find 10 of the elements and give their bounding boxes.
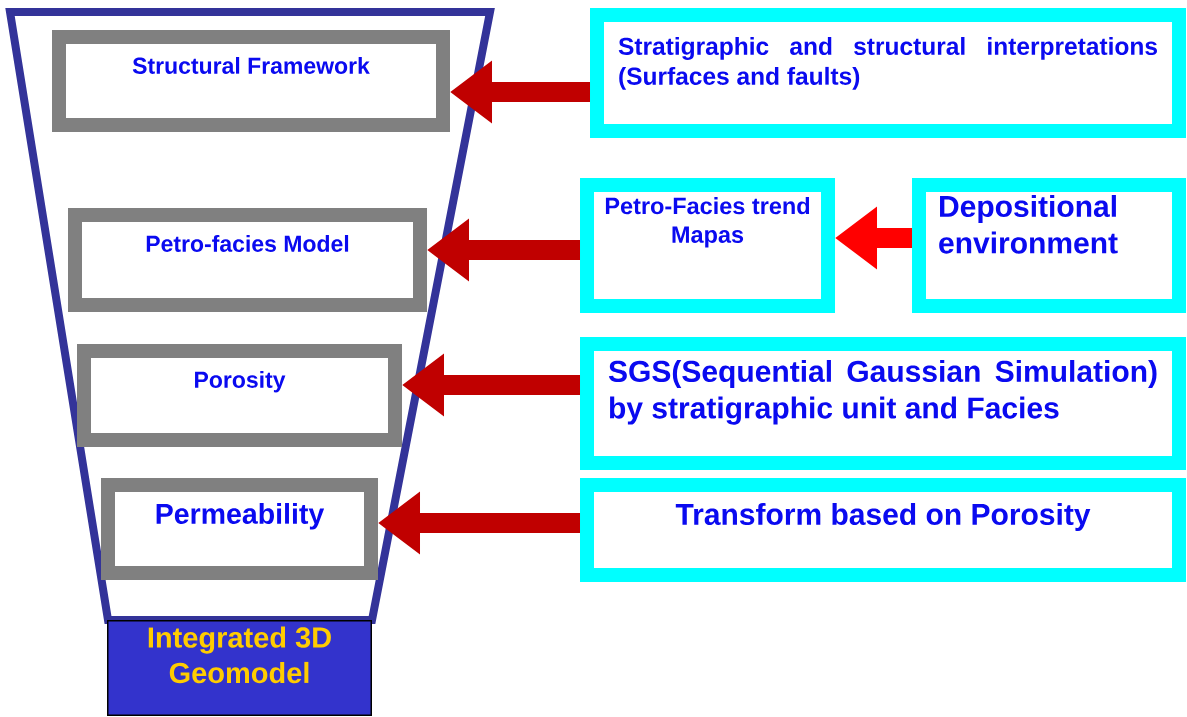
result-box: Integrated 3D Geomodel — [107, 620, 372, 716]
input-box: Petro-Facies trend Mapas — [580, 178, 835, 313]
input-box: Transform based on Porosity — [580, 478, 1186, 582]
framework-box: Structural Framework — [52, 30, 450, 132]
framework-box: Porosity — [77, 344, 402, 447]
input-box: Depositional environment — [912, 178, 1186, 313]
input-box: SGS(Sequential Gaussian Simulation) by stratigraphic unit and Facies — [580, 337, 1186, 470]
framework-box: Petro-facies Model — [68, 208, 427, 312]
input-box: Stratigraphic and structural interpretations (Surfaces and faults) — [590, 8, 1186, 138]
framework-box: Permeability — [101, 478, 378, 580]
